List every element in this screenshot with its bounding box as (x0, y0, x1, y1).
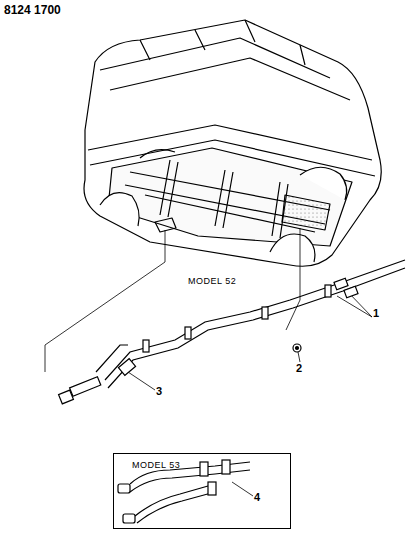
callout-number: 1 (373, 307, 379, 319)
leader-lines (45, 228, 372, 496)
fuel-tubes (59, 260, 405, 404)
inset-box: MODEL 53 (113, 453, 291, 529)
callout-number: 4 (254, 491, 260, 503)
callout-number: 3 (156, 385, 162, 397)
model-label: MODEL 52 (188, 276, 236, 286)
callout-number: 2 (296, 362, 302, 374)
van-body (84, 20, 381, 266)
part-number: 8124 1700 (4, 3, 61, 17)
model-label: MODEL 53 (132, 460, 290, 470)
